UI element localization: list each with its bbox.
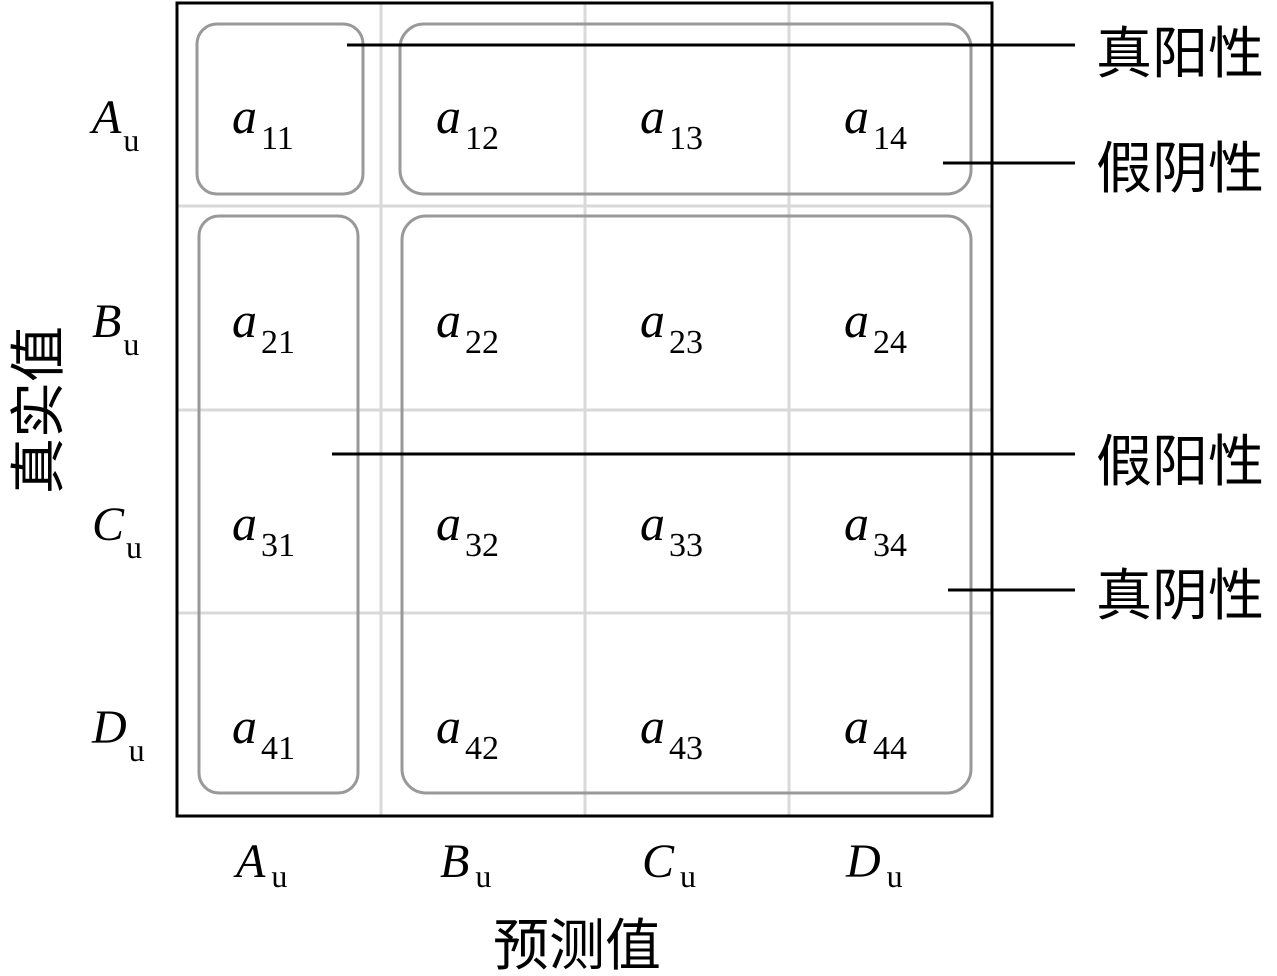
group-boxes	[195, 22, 973, 795]
true-positive-label: 真阳性	[1096, 22, 1264, 87]
true-negative-label: 真阴性	[1096, 564, 1264, 629]
false-positive-label: 假阳性	[1096, 430, 1264, 495]
y-axis-title: 真实值	[7, 326, 72, 494]
false-negative-box	[398, 22, 973, 196]
row-label-c: Cu	[92, 498, 142, 565]
true-negative-box	[400, 214, 973, 795]
false-negative-label: 假阴性	[1096, 137, 1264, 202]
row-label-d: Du	[91, 701, 145, 768]
row-label-a: Au	[89, 91, 139, 158]
leader-lines	[332, 43, 1075, 592]
matrix-frame	[175, 1, 994, 818]
false-positive-box	[197, 214, 360, 795]
x-axis-title: 预测值	[493, 914, 661, 976]
grid-lines	[177, 3, 992, 816]
true-positive-box	[195, 22, 365, 196]
row-label-b: Bu	[92, 295, 139, 362]
